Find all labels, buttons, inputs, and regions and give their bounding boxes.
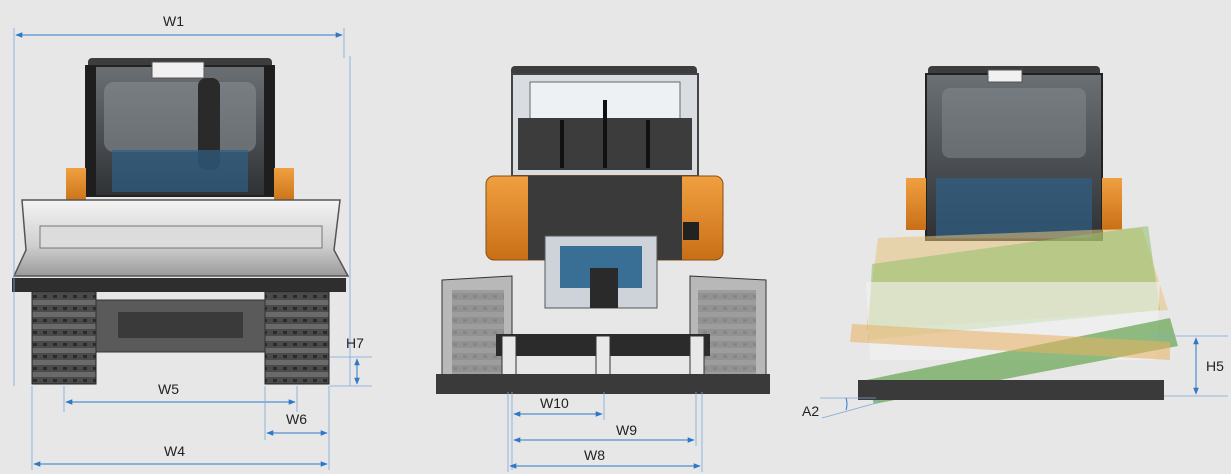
rear-hitch <box>590 268 618 308</box>
h5-label: H5 <box>1206 358 1224 374</box>
front-exhaust <box>198 78 220 170</box>
w6-label: W6 <box>286 411 307 427</box>
rear-body-logo <box>683 222 699 240</box>
w9-label: W9 <box>616 422 637 438</box>
front-blade-edge <box>12 278 346 292</box>
tilt-cab-window <box>942 88 1086 158</box>
front-track-left <box>31 291 97 385</box>
rear-track-right-plates <box>698 290 756 376</box>
tilt-view: H5 A2 <box>802 66 1228 419</box>
tilt-cab-seat-area <box>936 178 1092 238</box>
front-view: W1 H7 W5 W6 W4 <box>12 13 372 470</box>
tilt-blade-orange-strip <box>850 324 1170 360</box>
a2-angle-line <box>821 401 881 419</box>
rear-view: W10 W9 W8 <box>436 66 770 472</box>
tilt-side-panel-left <box>906 178 926 230</box>
front-side-panel-right <box>274 168 294 204</box>
w8-label: W8 <box>584 447 605 463</box>
front-cab-seat-area <box>112 150 248 192</box>
front-cab-window <box>104 82 256 152</box>
front-cab-roof-light <box>151 61 205 79</box>
front-cab-pillar-right <box>264 66 274 196</box>
h7-label: H7 <box>346 335 364 351</box>
w1-label: W1 <box>163 13 184 29</box>
tilt-track-base <box>858 380 1164 400</box>
front-side-panel-left <box>66 168 86 204</box>
front-blade-rib <box>39 225 323 249</box>
a2-angle-arc <box>845 397 848 411</box>
w5-label: W5 <box>158 381 179 397</box>
w10-label: W10 <box>540 395 569 411</box>
tilt-cab-roof-light <box>987 69 1023 83</box>
a2-label: A2 <box>802 403 819 419</box>
front-cab-pillar-left <box>86 66 96 196</box>
rear-track-left-plates <box>452 290 504 376</box>
tilt-side-panel-right <box>1102 178 1122 230</box>
w4-label: W4 <box>164 443 185 459</box>
front-track-right <box>264 291 330 385</box>
rear-base-plate <box>436 374 770 394</box>
front-undercarriage-inner <box>118 312 243 338</box>
